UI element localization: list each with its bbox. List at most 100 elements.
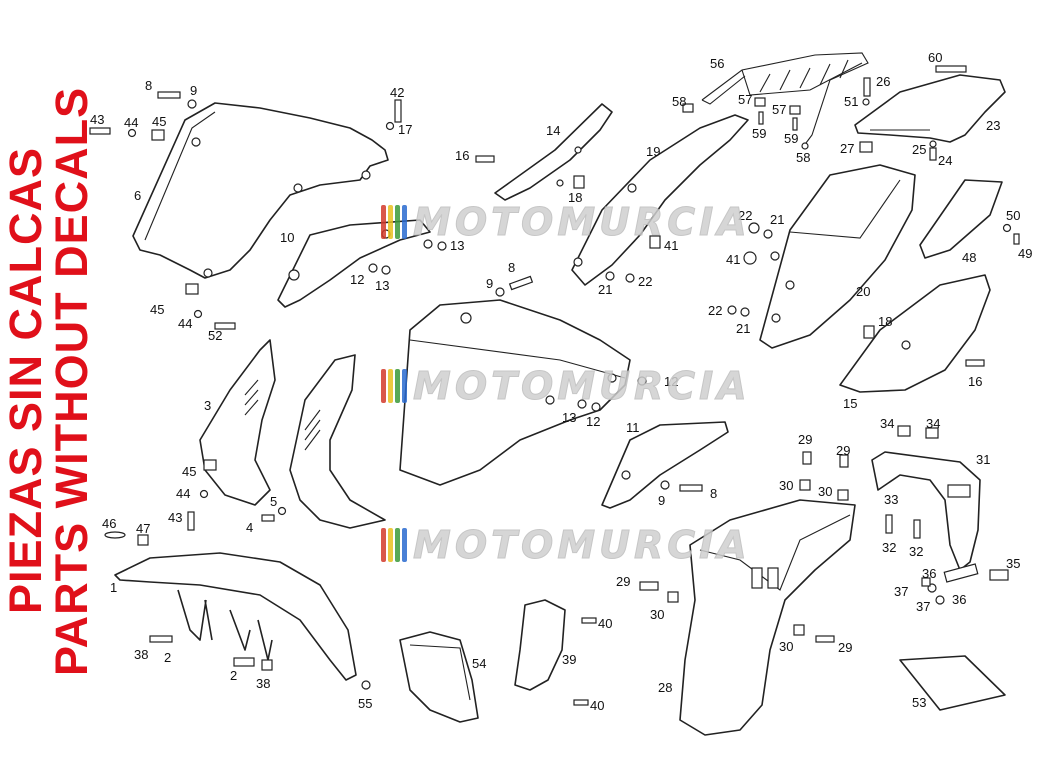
part-1-front-mudguard — [114, 552, 357, 681]
callout-labels: 1 2 2 3 4 5 6 8 8 8 9 9 9 10 11 12 12 12… — [90, 50, 1032, 713]
callout-label: 2 — [230, 668, 237, 683]
callout-label: 13 — [375, 278, 389, 293]
part-23-seat — [854, 74, 1006, 143]
callout-label: 59 — [784, 131, 798, 146]
callout-label: 32 — [882, 540, 896, 555]
callout-label: 45 — [182, 464, 196, 479]
callout-label: 30 — [650, 607, 664, 622]
callout-label: 57 — [738, 92, 752, 107]
callout-label: 29 — [616, 574, 630, 589]
callout-label: 43 — [168, 510, 182, 525]
callout-label: 30 — [818, 484, 832, 499]
callout-label: 33 — [884, 492, 898, 507]
callout-label: 60 — [928, 50, 942, 65]
callout-label: 31 — [976, 452, 990, 467]
callout-label: 50 — [1006, 208, 1020, 223]
callout-label: 12 — [350, 272, 364, 287]
callout-label: 19 — [646, 144, 660, 159]
callout-label: 59 — [752, 126, 766, 141]
callout-label: 37 — [916, 599, 930, 614]
part-53-decal-sheet — [899, 655, 1006, 711]
callout-label: 21 — [736, 321, 750, 336]
callout-label: 58 — [672, 94, 686, 109]
no-decals-heading-english: PARTS WITHOUT DECALS — [46, 86, 97, 676]
callout-label: 8 — [508, 260, 515, 275]
callout-label: 2 — [164, 650, 171, 665]
callout-label: 20 — [856, 284, 870, 299]
callout-label: 40 — [598, 616, 612, 631]
callout-label: 32 — [909, 544, 923, 559]
callout-label: 35 — [1006, 556, 1020, 571]
callout-label: 23 — [986, 118, 1000, 133]
hardware-fasteners — [89, 65, 1020, 706]
part-56-luggage-rack — [701, 52, 869, 144]
part-15-rear-panel — [839, 274, 991, 393]
callout-label: 18 — [568, 190, 582, 205]
callout-label: 17 — [398, 122, 412, 137]
callout-label: 48 — [962, 250, 976, 265]
callout-label: 58 — [796, 150, 810, 165]
watermark: MOTOMURCIA — [381, 523, 751, 568]
callout-label: 13 — [450, 238, 464, 253]
callout-label: 13 — [562, 410, 576, 425]
callout-label: 37 — [894, 584, 908, 599]
callout-label: 26 — [876, 74, 890, 89]
callout-label: 53 — [912, 695, 926, 710]
part-39-fork-guard — [514, 599, 566, 691]
callout-label: 54 — [472, 656, 486, 671]
callout-label: 40 — [590, 698, 604, 713]
callout-label: 15 — [843, 396, 857, 411]
callout-label: 16 — [455, 148, 469, 163]
part-54-headlight-lens — [399, 631, 479, 723]
callout-label: 1 — [110, 580, 117, 595]
callout-label: 18 — [878, 314, 892, 329]
no-decals-heading-spanish: PIEZAS SIN CALCAS — [0, 146, 51, 614]
callout-label: 22 — [738, 208, 752, 223]
callout-label: 39 — [562, 652, 576, 667]
callout-label: 3 — [204, 398, 211, 413]
callout-label: 44 — [178, 316, 192, 331]
callout-label: 36 — [922, 566, 936, 581]
callout-label: 34 — [880, 416, 894, 431]
callout-label: 45 — [150, 302, 164, 317]
callout-label: 38 — [256, 676, 270, 691]
callout-label: 45 — [152, 114, 166, 129]
callout-label: 14 — [546, 123, 560, 138]
callout-label: 41 — [726, 252, 740, 267]
callout-label: 42 — [390, 85, 404, 100]
part-6-side-panel — [132, 102, 389, 279]
callout-label: 49 — [1018, 246, 1032, 261]
callout-label: 44 — [176, 486, 190, 501]
callout-label: 41 — [664, 238, 678, 253]
callout-label: 22 — [708, 303, 722, 318]
callout-label: 55 — [358, 696, 372, 711]
callout-label: 9 — [658, 493, 665, 508]
watermark-stripes — [381, 205, 409, 239]
callout-label: 56 — [710, 56, 724, 71]
part-14-frame-rail — [494, 103, 613, 201]
callout-label: 5 — [270, 494, 277, 509]
callout-label: 9 — [486, 276, 493, 291]
part-20-tail-body — [759, 164, 916, 349]
callout-label: 28 — [658, 680, 672, 695]
watermark: MOTOMURCIA — [381, 364, 751, 409]
callout-label: 57 — [772, 102, 786, 117]
callout-label: 46 — [102, 516, 116, 531]
callout-label: 47 — [136, 521, 150, 536]
part-11-small-cover — [601, 421, 729, 509]
callout-label: 29 — [838, 640, 852, 655]
callout-label: 21 — [770, 212, 784, 227]
callout-label: 51 — [844, 94, 858, 109]
callout-label: 30 — [779, 639, 793, 654]
callout-label: 44 — [124, 115, 138, 130]
callout-label: 38 — [134, 647, 148, 662]
part-7-tank-cover — [399, 299, 631, 486]
callout-label: 6 — [134, 188, 141, 203]
callout-label: 24 — [938, 153, 952, 168]
callout-label: 16 — [968, 374, 982, 389]
part-48-bracket — [919, 179, 1003, 259]
callout-label: 43 — [90, 112, 104, 127]
part-31-plate-holder — [871, 451, 981, 571]
callout-label: 34 — [926, 416, 940, 431]
